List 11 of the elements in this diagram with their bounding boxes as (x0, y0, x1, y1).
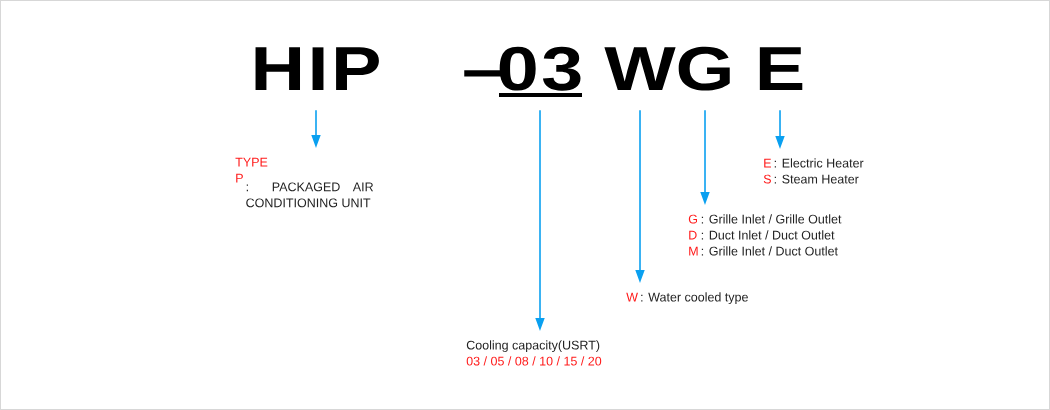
code-letters: HIP (255, 47, 379, 90)
description-text: Cooling capacity(USRT) 03 / 05 / 08 / 10 / 15 / 20 (466, 340, 602, 366)
dash-sign: – (464, 70, 502, 77)
code-letters: W (604, 47, 676, 90)
description-text: E : Electric Heater S : Steam Heater (763, 158, 864, 184)
description-text: W : Water cooled type (626, 292, 748, 304)
code-letters: E (759, 47, 803, 90)
description-text: TYPE P : PACKAGED AIR CONDITIONING UNIT (235, 157, 374, 208)
description-text: G : Grille Inlet / Grille Outlet D : Duct Inlet / Duct Outlet M : Grille Inlet / Duct Outlet (688, 214, 842, 256)
code-letters: G (678, 46, 730, 91)
code-letters: 03 (499, 46, 581, 91)
